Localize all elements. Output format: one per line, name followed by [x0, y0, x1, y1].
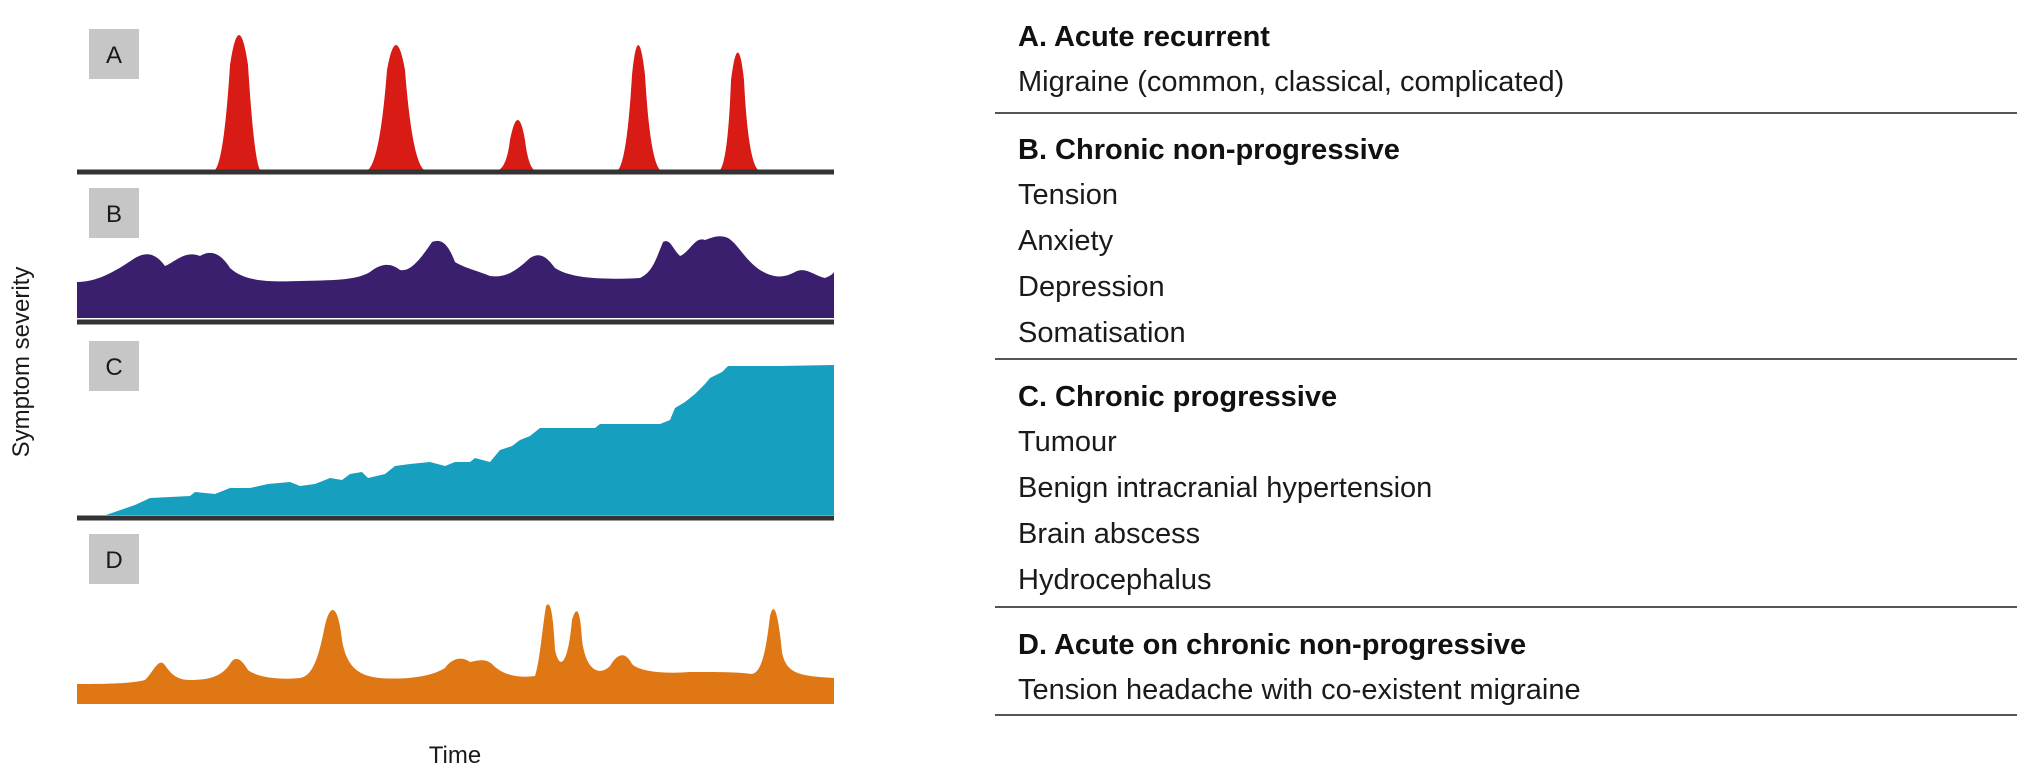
- panel-a-area: [368, 45, 424, 170]
- group-chronic-progressive: C. Chronic progressive Tumour Benign int…: [995, 360, 2017, 608]
- panel-b: B: [77, 188, 834, 325]
- list-item: Anxiety: [1018, 225, 1114, 257]
- panel-a-area: [215, 35, 260, 170]
- panel-a-letter-box: [89, 29, 139, 79]
- x-axis-label: Time: [428, 742, 482, 769]
- group-title: D. Acute on chronic non-progressive: [1018, 629, 1527, 661]
- panel-a-area: [499, 120, 534, 170]
- panel-c-letter: C: [105, 354, 122, 381]
- panel-a-area: [618, 45, 660, 170]
- severity-plots-svg: A B C D: [77, 29, 834, 704]
- panel-d: D: [77, 534, 834, 704]
- panel-c-area: [106, 365, 834, 515]
- panel-d-area: [77, 604, 834, 704]
- panel-a: A: [77, 29, 834, 175]
- group-title: C. Chronic progressive: [1018, 381, 1338, 413]
- group-title: B. Chronic non-progressive: [1018, 134, 1400, 166]
- list-item: Benign intracranial hypertension: [1018, 472, 1433, 504]
- panel-d-letter: D: [105, 547, 122, 574]
- panel-d-letter-box: [89, 534, 139, 584]
- panel-a-letter: A: [106, 42, 122, 69]
- panel-a-area: [720, 52, 758, 170]
- group-title: A. Acute recurrent: [1018, 21, 1270, 53]
- list-item: Tension: [1018, 179, 1118, 211]
- list-item: Brain abscess: [1018, 518, 1201, 550]
- panel-b-letter-box: [89, 188, 139, 238]
- list-item: Tumour: [1018, 426, 1117, 458]
- headache-pattern-table: A. Acute recurrent Migraine (common, cla…: [995, 0, 2017, 716]
- list-item: Migraine (common, classical, complicated…: [1018, 66, 1565, 98]
- panel-c: C: [77, 341, 834, 521]
- list-item: Hydrocephalus: [1018, 564, 1212, 596]
- panel-c-letter-box: [89, 341, 139, 391]
- list-item: Tension headache with co-existent migrai…: [1018, 674, 1581, 706]
- list-item: Somatisation: [1018, 317, 1186, 349]
- group-acute-on-chronic-non-progressive: D. Acute on chronic non-progressive Tens…: [995, 608, 2017, 716]
- group-acute-recurrent: A. Acute recurrent Migraine (common, cla…: [995, 0, 2017, 114]
- group-chronic-non-progressive: B. Chronic non-progressive Tension Anxie…: [995, 114, 2017, 360]
- list-item: Depression: [1018, 271, 1165, 303]
- symptom-severity-plots: Symptom severity Time A B: [0, 0, 900, 776]
- panel-b-letter: B: [106, 201, 122, 228]
- panel-b-area: [77, 236, 834, 318]
